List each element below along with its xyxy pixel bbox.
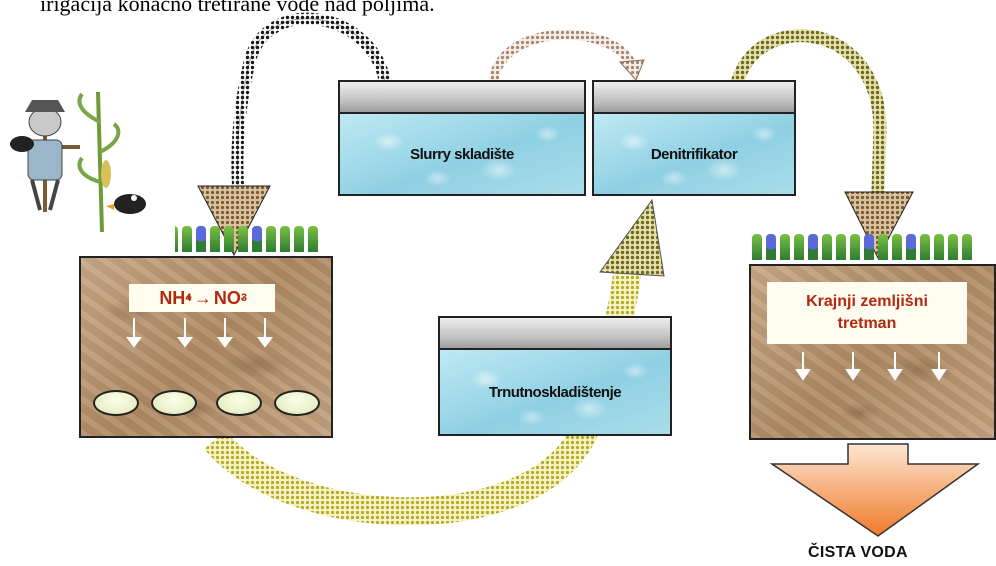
arrowhead-yellow [599, 198, 665, 277]
tan-flow-arrow [489, 29, 637, 85]
drain-pipe-3 [216, 390, 262, 416]
reaction-nh4: NH [159, 287, 186, 308]
output-arrow [769, 443, 981, 537]
left-field-drips [126, 318, 273, 348]
black-flow-arrow [231, 12, 391, 191]
intro-text-line: irigacija konačno tretirane vode nad pol… [40, 0, 435, 16]
tank-denitrifikator: Denitrifikator [592, 80, 796, 196]
arrowhead-denitrifikator [618, 59, 645, 81]
reaction-nh4-sup: + [185, 292, 192, 304]
tank-lid [594, 82, 794, 114]
arrowhead-left-field [197, 185, 271, 257]
tank-label-denitrifikator: Denitrifikator [650, 145, 738, 163]
scarecrow-illustration [10, 82, 175, 252]
final-treatment-line1: Krajnji zemljišni [806, 293, 928, 311]
final-treatment-line2: tretman [837, 315, 897, 332]
grass-right [750, 234, 996, 264]
drain-pipe-1 [93, 390, 139, 416]
reaction-no3-sub: 3 [240, 292, 247, 304]
reaction-arrow: → [193, 287, 212, 308]
final-treatment-label: Krajnji zemljišni tretman [767, 282, 967, 344]
tank-water: Slurry skladište [340, 114, 584, 194]
olive-flow-arrow [731, 29, 887, 197]
tank-label-slurry: Slurry skladište [410, 145, 514, 163]
tank-water: Denitrifikator [594, 114, 794, 194]
reaction-no3-sup: - [241, 292, 245, 304]
reaction-nh4-sub: 4 [185, 292, 192, 304]
clean-water-label: ČISTA VODA [808, 544, 908, 561]
tank-water: Trnutnoskladištenje [440, 350, 670, 434]
tank-slurry-skladiste: Slurry skladište [338, 80, 586, 196]
tank-trnutno-skladistenje: Trnutnoskladištenje [438, 316, 672, 436]
tank-lid [340, 82, 584, 114]
drain-pipe-2 [151, 390, 197, 416]
right-field-drips [795, 352, 947, 381]
tank-lid [440, 318, 670, 350]
drain-pipe-4 [274, 390, 320, 416]
tank-label-trnutno: Trnutnoskladištenje [488, 383, 622, 401]
arrowhead-right-field [844, 191, 914, 260]
reaction-no3: NO [213, 287, 241, 308]
